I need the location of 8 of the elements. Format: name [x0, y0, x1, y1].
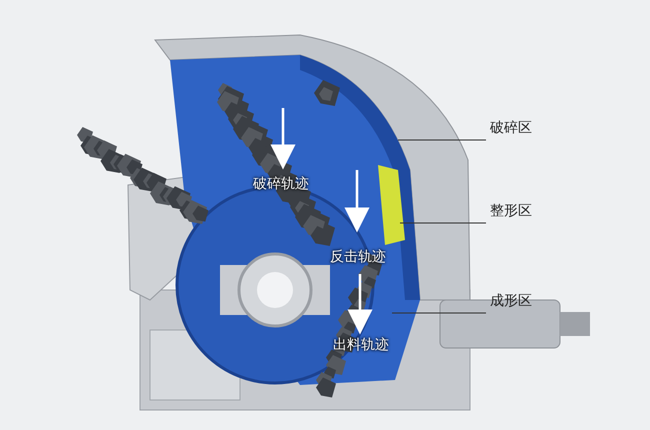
trajectory-label: 出料轨迹	[333, 336, 389, 354]
zone-label: 破碎区	[490, 119, 532, 137]
zone-label: 成形区	[490, 292, 532, 310]
zone-label: 整形区	[490, 202, 532, 220]
leader-line	[400, 222, 486, 224]
leader-line	[392, 312, 486, 314]
trajectory-label: 反击轨迹	[330, 248, 386, 266]
trajectory-label: 破碎轨迹	[253, 175, 309, 193]
